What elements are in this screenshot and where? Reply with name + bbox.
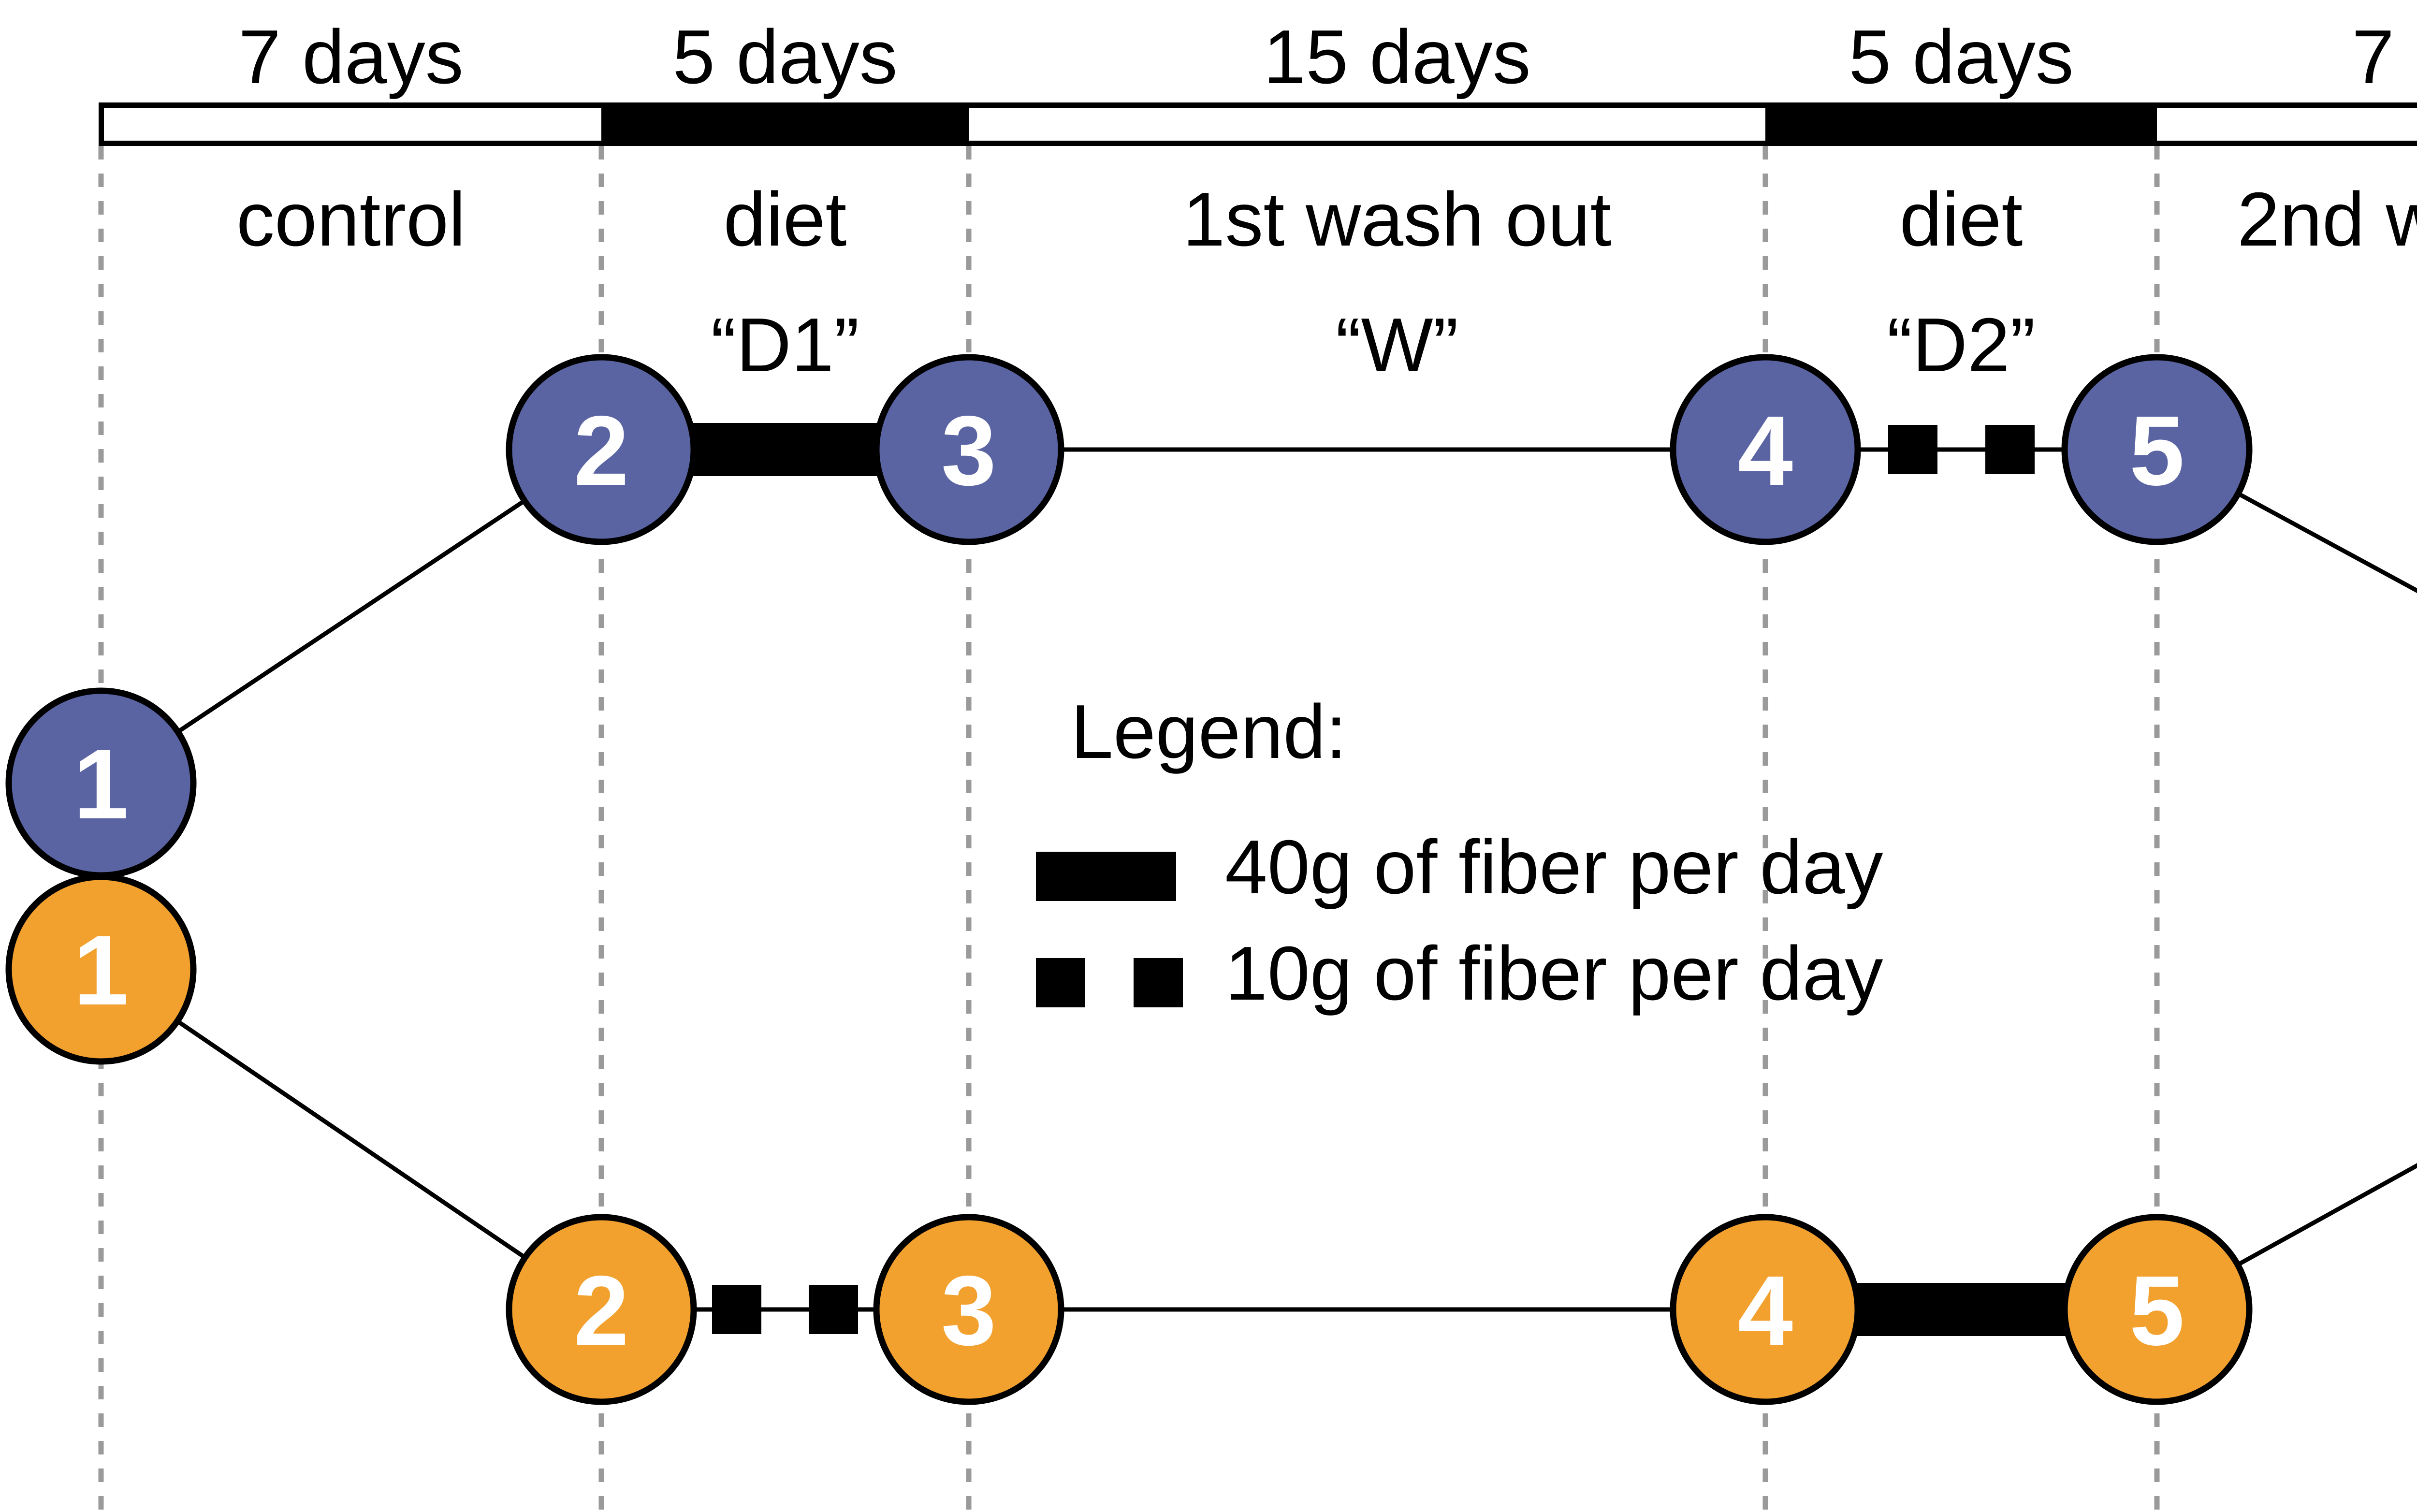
phase-duration-labels: 7 days 5 days 15 days 5 days 7 days — [238, 15, 2417, 100]
node-bottom-2 — [506, 1214, 697, 1405]
code-label-d1: “D1” — [711, 303, 859, 388]
legend-title: Legend: — [1071, 689, 1347, 774]
legend-swatch-40g-solid-bar — [1036, 852, 1176, 901]
phase-label-diet2: diet — [1900, 177, 2023, 262]
timeline-segment-control — [104, 108, 601, 141]
timeline-segment-washout1 — [969, 108, 1765, 141]
node-top-2 — [506, 354, 697, 545]
connector-bottom-5-6 — [2155, 1163, 2417, 1311]
node-top-2-number: 2 — [574, 395, 629, 506]
legend-swatch-10g-square-2 — [1134, 958, 1183, 1007]
phase-code-labels: “D1” “W” “D2” — [711, 303, 2035, 388]
phase-label-control: control — [236, 177, 466, 262]
connector-top-5-6 — [2155, 448, 2417, 593]
node-bottom-1-number: 1 — [73, 915, 129, 1026]
node-top-4-number: 4 — [1738, 395, 1793, 506]
node-top-1-number: 1 — [73, 729, 129, 840]
phase-label-diet1: diet — [724, 177, 847, 262]
legend-label-40g: 40g of fiber per day — [1225, 825, 1883, 910]
node-top-4 — [1670, 354, 1861, 545]
duration-label-washout1: 15 days — [1263, 15, 1530, 100]
phase-label-washout1: 1st wash out — [1182, 177, 1611, 262]
code-label-d2: “D2” — [1887, 303, 2035, 388]
duration-label-washout2: 7 days — [2352, 15, 2417, 100]
connector-bottom-2-3-10g-square-2 — [809, 1285, 858, 1334]
timeline-bar — [99, 102, 2417, 146]
node-bottom-2-number: 2 — [574, 1255, 629, 1366]
timeline-segment-washout2 — [2157, 108, 2417, 141]
duration-label-diet2: 5 days — [1849, 15, 2074, 100]
legend-label-10g: 10g of fiber per day — [1225, 931, 1883, 1016]
connector-top-4-5-10g-square-2 — [1985, 425, 2035, 474]
duration-label-control: 7 days — [238, 15, 464, 100]
node-top-5-number: 5 — [2129, 395, 2184, 506]
connector-top-4-5-10g-square-1 — [1888, 425, 1937, 474]
node-bottom-5 — [2061, 1214, 2253, 1405]
node-bottom-1 — [5, 873, 197, 1065]
connector-bottom-1-2 — [100, 967, 603, 1311]
legend: Legend: 40g of fiber per day 10g of fibe… — [1036, 689, 1883, 1016]
code-label-w: “W” — [1336, 303, 1458, 388]
node-bottom-4-number: 4 — [1738, 1255, 1793, 1366]
phase-label-washout2: 2nd wash out — [2237, 177, 2417, 262]
duration-label-diet1: 5 days — [672, 15, 898, 100]
node-bottom-3-number: 3 — [941, 1255, 996, 1366]
connector-top-1-2 — [100, 448, 603, 785]
legend-swatch-10g-square-1 — [1036, 958, 1085, 1007]
node-bottom-3 — [873, 1214, 1064, 1405]
node-top-3 — [873, 354, 1064, 545]
arm-top-nodes: 1 2 3 4 5 6 — [5, 354, 2253, 879]
phase-name-labels: control diet 1st wash out diet 2nd wash … — [236, 177, 2417, 262]
node-bottom-5-number: 5 — [2129, 1255, 2184, 1366]
node-top-3-number: 3 — [941, 395, 996, 506]
node-bottom-4 — [1670, 1214, 1861, 1405]
arm-bottom-nodes: 1 2 3 4 5 6 — [5, 873, 2253, 1405]
node-top-5 — [2061, 354, 2253, 545]
connector-bottom-2-3-10g-square-1 — [712, 1285, 761, 1334]
